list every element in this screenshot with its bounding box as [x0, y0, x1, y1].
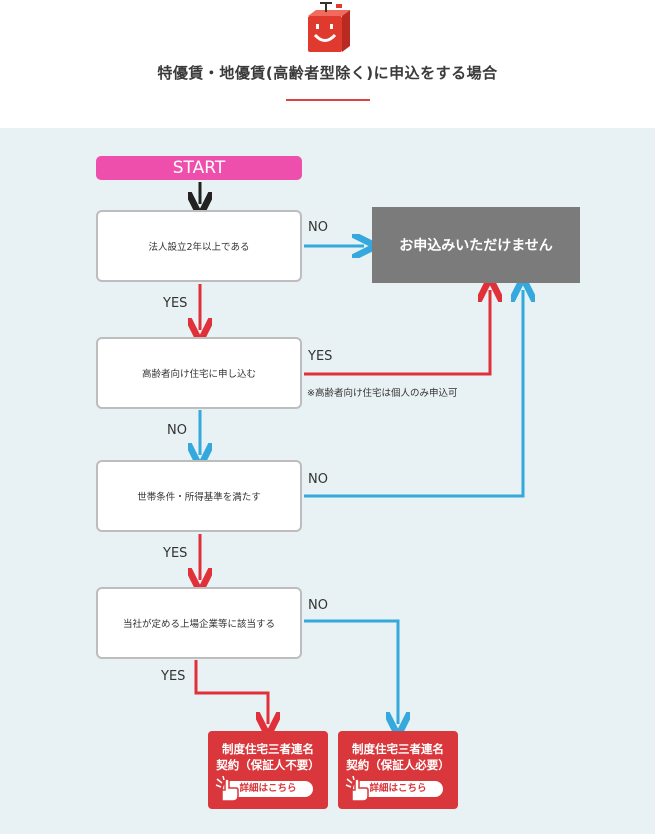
- details-button[interactable]: 詳細はこちら: [223, 781, 313, 797]
- label-q4-no: NO: [308, 598, 328, 613]
- card-title-line1: 制度住宅三者連名: [222, 742, 314, 756]
- label-q4-yes: YES: [161, 669, 186, 684]
- card-title-line1: 制度住宅三者連名: [352, 742, 444, 756]
- page-title: 特優賃・地優賃(高齢者型除く)に申込をする場合: [157, 64, 498, 82]
- details-button[interactable]: 詳細はこちら: [353, 781, 443, 797]
- question-listed-company: 当社が定める上場企業等に該当する: [96, 587, 302, 659]
- card-title-line2: 契約（保証人必要）: [346, 758, 450, 772]
- label-q1-yes: YES: [163, 296, 188, 311]
- label-q2-no: NO: [167, 423, 187, 438]
- mascot-logo-icon: [308, 2, 350, 52]
- arrow-q2-yes: [304, 290, 490, 376]
- label-q3-no: NO: [308, 472, 328, 487]
- start-node: START: [96, 156, 302, 180]
- arrow-q4-yes: [194, 660, 268, 724]
- pointing-hand-icon: [215, 775, 239, 802]
- arrow-q3-no: [304, 290, 523, 498]
- page-header: 特優賃・地優賃(高齢者型除く)に申込をする場合: [0, 0, 655, 128]
- result-card-no-guarantor[interactable]: 制度住宅三者連名 契約（保証人不要） 詳細はこちら: [208, 731, 328, 809]
- label-q2-yes: YES: [308, 349, 333, 364]
- label-q1-no: NO: [308, 220, 328, 235]
- pointing-hand-icon: [345, 775, 369, 802]
- question-income-criteria: 世帯条件・所得基準を満たす: [96, 460, 302, 532]
- question-company-age: 法人設立2年以上である: [96, 210, 302, 282]
- question-senior-housing: 高齢者向け住宅に申し込む: [96, 337, 302, 409]
- card-title-line2: 契約（保証人不要）: [216, 758, 320, 772]
- label-q3-yes: YES: [163, 546, 188, 561]
- senior-housing-note: ※高齢者向け住宅は個人のみ申込可: [307, 388, 458, 399]
- result-not-eligible: お申込みいただけません: [372, 207, 580, 283]
- title-underline: [286, 99, 370, 101]
- result-card-guarantor-required[interactable]: 制度住宅三者連名 契約（保証人必要） 詳細はこちら: [338, 731, 458, 809]
- arrow-q4-no: [304, 619, 398, 724]
